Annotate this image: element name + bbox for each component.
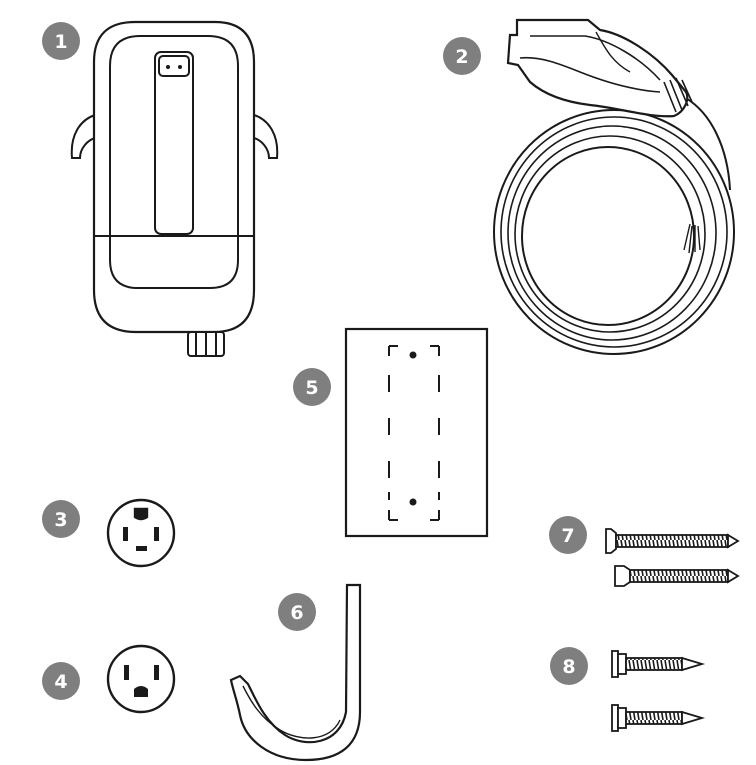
svg-text:1: 1 (54, 31, 67, 53)
badge-1: 1 (42, 22, 80, 60)
badge-5: 5 (293, 368, 331, 406)
wall-connector-icon (70, 20, 279, 357)
svg-text:7: 7 (561, 525, 574, 547)
long-screws-icon (605, 528, 740, 587)
badge-2: 2 (443, 37, 481, 75)
nema-14-50-outlet-icon (106, 498, 176, 568)
charging-cable-connector-icon (493, 18, 735, 355)
badge-7: 7 (549, 516, 587, 554)
svg-text:5: 5 (305, 377, 318, 399)
badge-3: 3 (42, 500, 80, 538)
svg-text:2: 2 (455, 46, 468, 68)
badge-8: 8 (550, 647, 588, 685)
badge-4: 4 (42, 662, 80, 700)
svg-text:6: 6 (290, 602, 303, 624)
svg-text:3: 3 (54, 509, 67, 531)
cable-hook-icon (229, 583, 362, 762)
svg-text:4: 4 (54, 671, 67, 693)
nema-5-15-outlet-icon (106, 644, 176, 714)
mounting-template-icon (344, 327, 489, 538)
svg-text:8: 8 (562, 656, 575, 678)
short-screws-icon (611, 650, 706, 732)
badge-6: 6 (278, 593, 316, 631)
